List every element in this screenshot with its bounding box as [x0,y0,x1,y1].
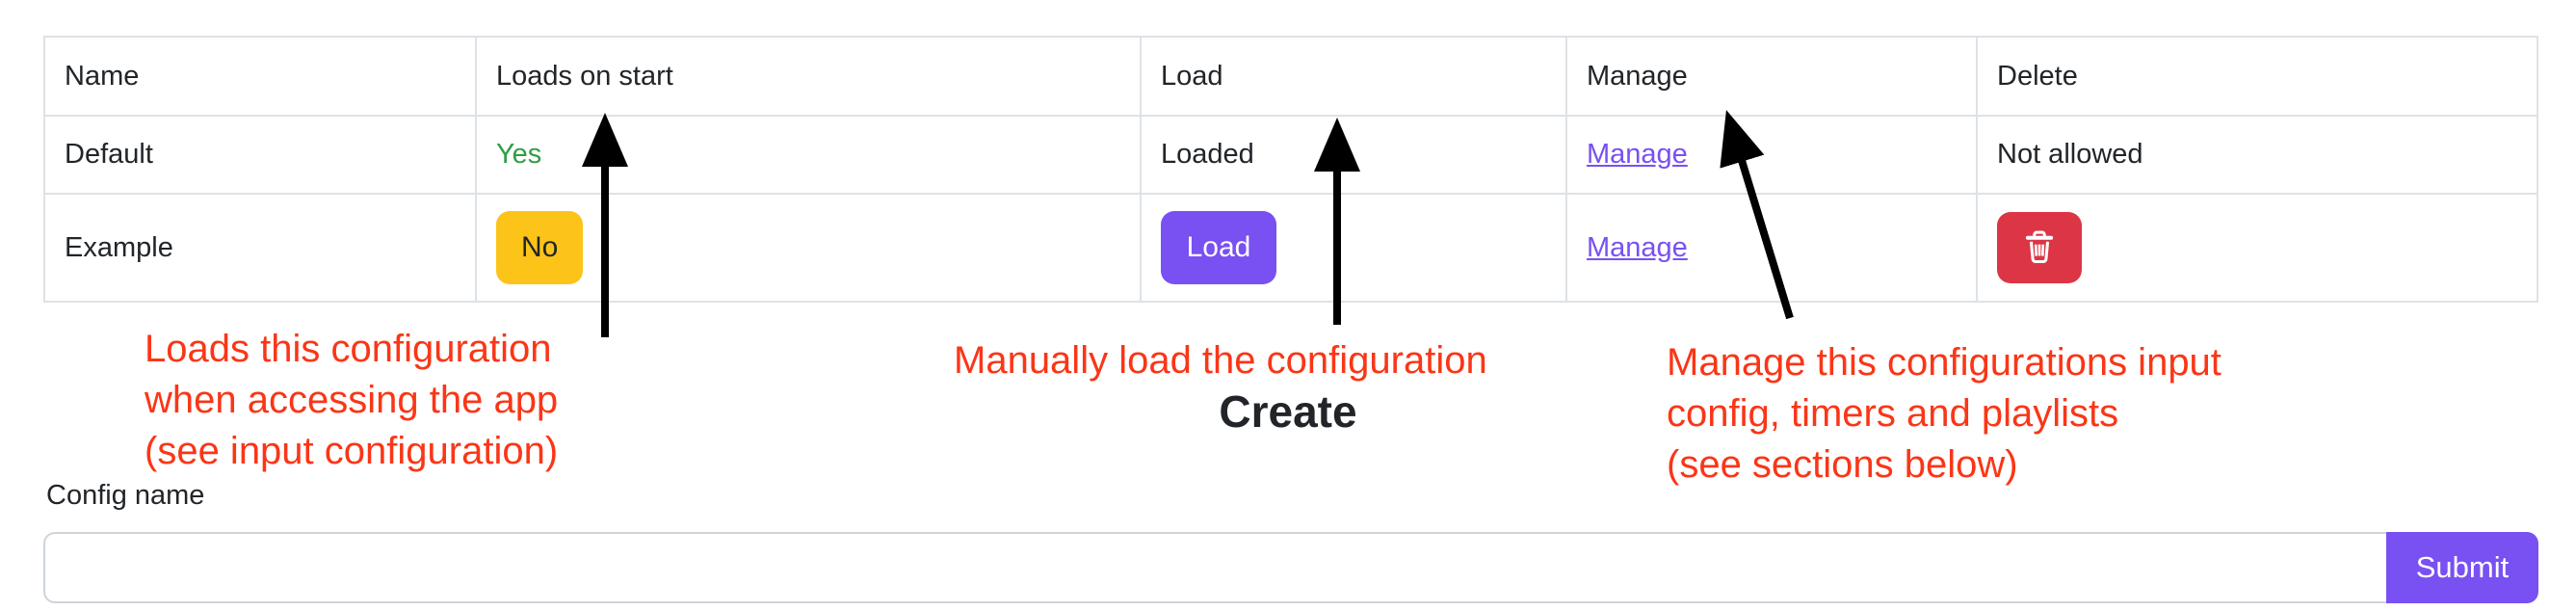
manage-cell: Manage [1565,115,1978,195]
annotation-line: config, timers and playlists [1667,392,2119,435]
annotation-line: (see input configuration) [145,430,559,472]
col-header-manage: Manage [1565,36,1978,117]
load-status-cell: Loaded [1140,115,1567,195]
config-name-input[interactable] [43,532,2386,603]
load-cell: Load [1140,193,1567,303]
manage-link[interactable]: Manage [1587,231,1688,263]
config-name-cell: Example [43,193,477,303]
create-form: Submit [43,532,2538,603]
annotation-line: Manually load the configuration [954,339,1487,382]
manage-cell: Manage [1565,193,1978,303]
create-heading: Create [1219,386,1357,437]
table-row-example: Example No Load Manage [43,193,2538,303]
delete-cell [1976,193,2538,303]
manage-link[interactable]: Manage [1587,139,1688,170]
col-header-load: Load [1140,36,1567,117]
trash-icon [2025,230,2054,264]
loads-on-start-cell: Yes [475,115,1142,195]
col-header-delete: Delete [1976,36,2538,117]
configurations-table: Name Loads on start Load Manage Delete D… [43,36,2538,303]
annotation-line: (see sections below) [1667,443,2018,486]
col-header-name: Name [43,36,477,117]
load-annotation: Manually load the configuration [954,335,1487,386]
load-button[interactable]: Load [1161,211,1276,284]
delete-not-allowed-cell: Not allowed [1976,115,2538,195]
loads-on-start-yes: Yes [496,139,542,170]
config-name-label: Config name [46,480,205,511]
manage-annotation: Manage this configurations input config,… [1667,337,2221,491]
loads-on-start-cell: No [475,193,1142,303]
annotation-line: Loads this configuration [145,328,552,370]
col-header-loads-on-start: Loads on start [475,36,1142,117]
loads-on-start-annotation: Loads this configuration when accessing … [145,324,558,477]
submit-button[interactable]: Submit [2386,532,2538,603]
table-header-row: Name Loads on start Load Manage Delete [43,36,2538,117]
annotation-line: Manage this configurations input [1667,341,2221,384]
annotation-line: when accessing the app [145,379,559,421]
loads-on-start-no-badge[interactable]: No [496,211,584,284]
delete-button[interactable] [1997,212,2082,283]
config-name-cell: Default [43,115,477,195]
table-row-default: Default Yes Loaded Manage Not allowed [43,115,2538,195]
